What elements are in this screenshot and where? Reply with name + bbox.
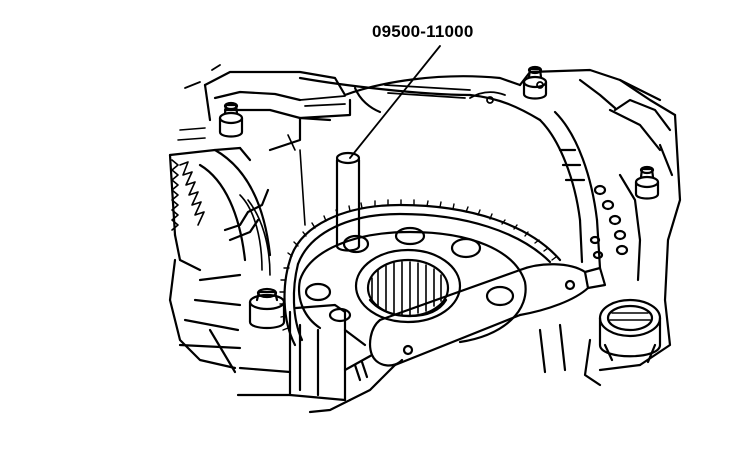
service-tool-pin (335, 151, 361, 252)
bolt-right (634, 165, 660, 200)
bolt-upper-left (218, 101, 244, 138)
bolt-lower-left (248, 287, 286, 330)
bolt-top-right (522, 65, 548, 100)
ring-gear (279, 199, 562, 347)
lower-fixture (236, 303, 369, 402)
threaded-port (598, 298, 662, 364)
left-housing (168, 146, 272, 374)
left-spline-teeth (171, 159, 271, 276)
part-number-label: 09500-11000 (372, 22, 474, 41)
leader-line (349, 45, 441, 159)
center-spline-hub (354, 248, 462, 324)
housing-bolts (218, 65, 660, 330)
housing-outline (203, 68, 682, 372)
carrier-plate (297, 226, 527, 344)
lower-right-detail (538, 323, 602, 387)
right-side-rail (538, 108, 662, 282)
housing-fins-left (177, 127, 306, 226)
holding-bracket (308, 263, 607, 414)
